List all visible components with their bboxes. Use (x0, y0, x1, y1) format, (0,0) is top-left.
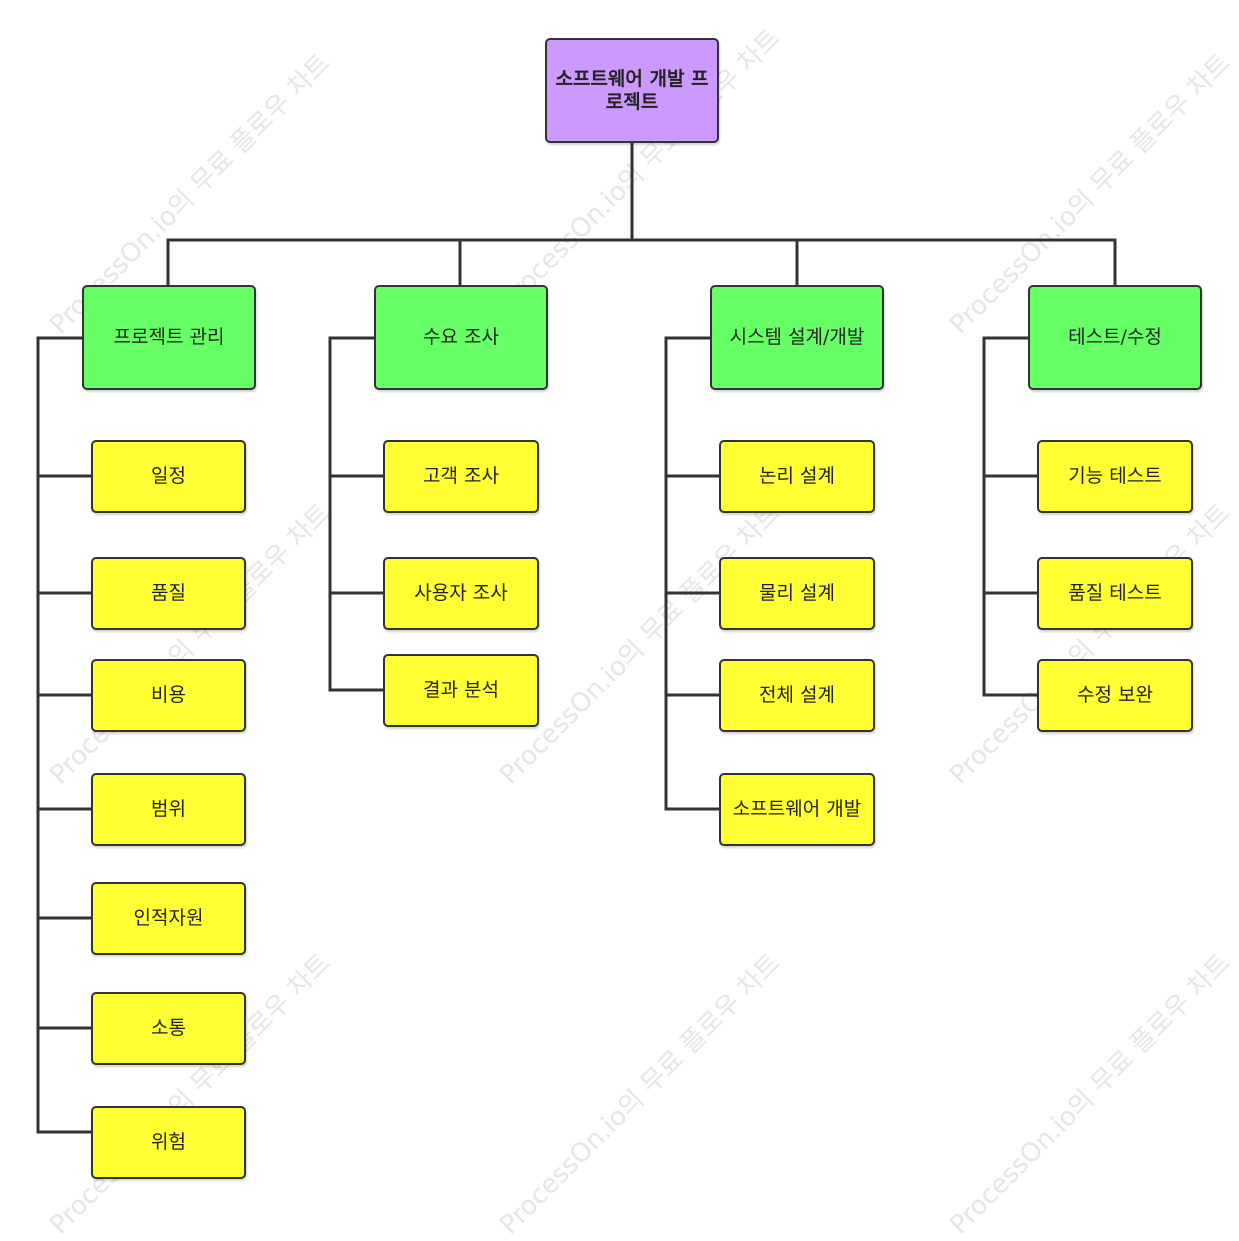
leaf-node[interactable]: 수정 보완 (1037, 659, 1193, 732)
leaf-node[interactable]: 일정 (91, 440, 246, 513)
leaf-node[interactable]: 고객 조사 (383, 440, 539, 513)
leaf-node[interactable]: 물리 설계 (719, 557, 875, 630)
leaf-node[interactable]: 위험 (91, 1106, 246, 1179)
leaf-node[interactable]: 인적자원 (91, 882, 246, 955)
root-node[interactable]: 소프트웨어 개발 프로젝트 (545, 38, 719, 143)
leaf-node[interactable]: 품질 테스트 (1037, 557, 1193, 630)
branch-node-project-management[interactable]: 프로젝트 관리 (82, 285, 256, 390)
branch-node-test-fix[interactable]: 테스트/수정 (1028, 285, 1202, 390)
leaf-node[interactable]: 사용자 조사 (383, 557, 539, 630)
leaf-node[interactable]: 비용 (91, 659, 246, 732)
leaf-node[interactable]: 논리 설계 (719, 440, 875, 513)
leaf-node[interactable]: 품질 (91, 557, 246, 630)
leaf-node[interactable]: 소통 (91, 992, 246, 1065)
leaf-node[interactable]: 기능 테스트 (1037, 440, 1193, 513)
leaf-node[interactable]: 전체 설계 (719, 659, 875, 732)
leaf-node[interactable]: 소프트웨어 개발 (719, 773, 875, 846)
leaf-node[interactable]: 범위 (91, 773, 246, 846)
branch-node-system-design[interactable]: 시스템 설계/개발 (710, 285, 884, 390)
branch-node-demand-research[interactable]: 수요 조사 (374, 285, 548, 390)
leaf-node[interactable]: 결과 분석 (383, 654, 539, 727)
connector-lines (36, 141, 1117, 1134)
